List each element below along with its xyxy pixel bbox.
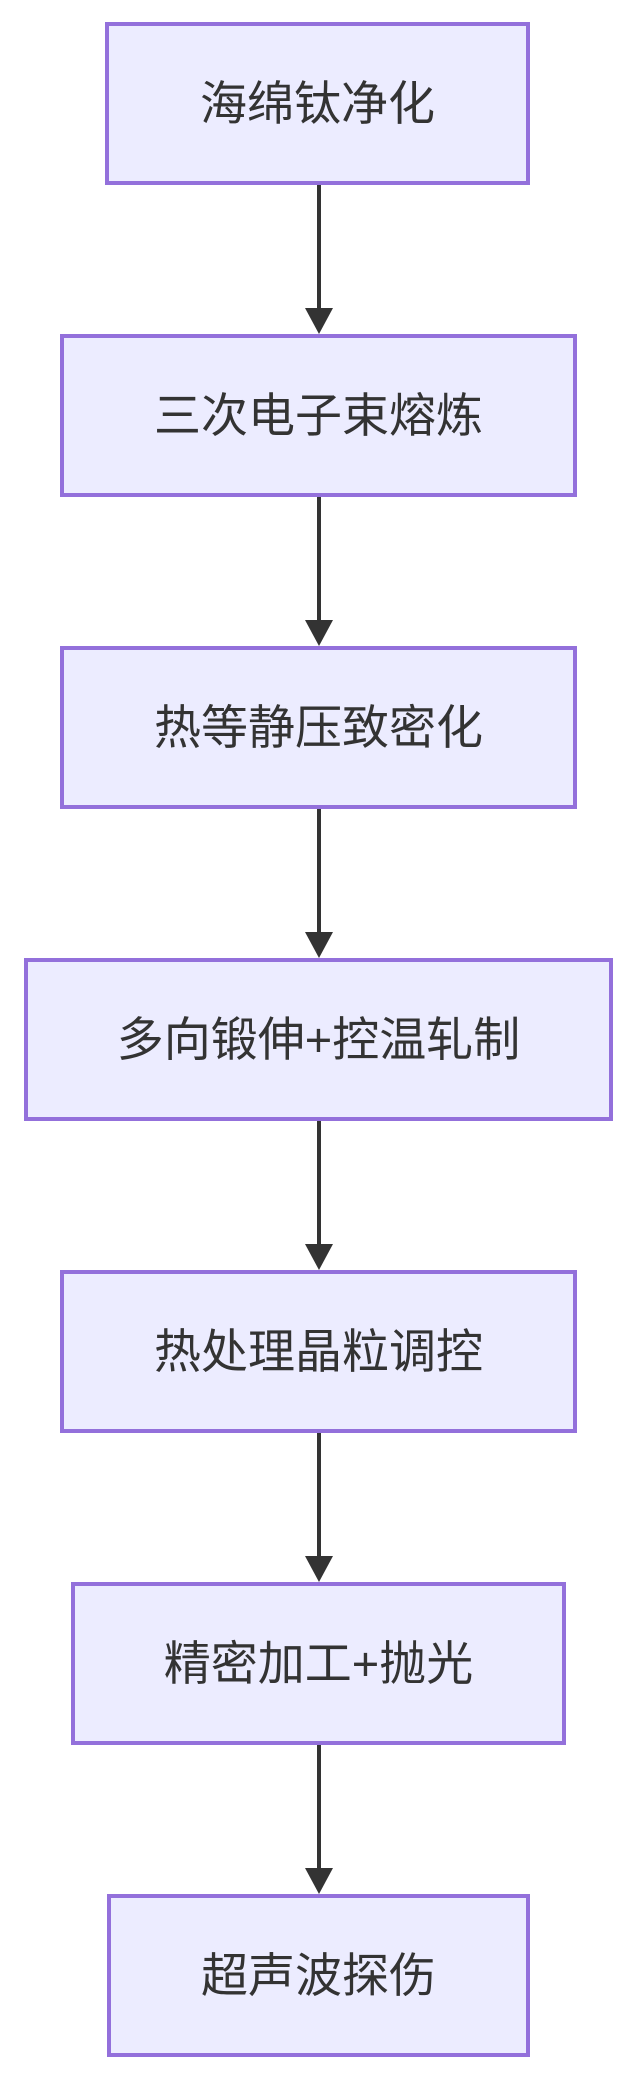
- arrow-head-icon: [304, 620, 333, 646]
- flow-node-label: 海绵钛净化: [200, 77, 435, 130]
- arrow-shaft: [316, 1121, 321, 1245]
- flow-node-label: 三次电子束熔炼: [154, 389, 483, 442]
- arrow-shaft: [316, 185, 321, 309]
- flow-arrow-6: [296, 1745, 341, 1894]
- flow-node-hot-isostatic-pressing: 热等静压致密化: [60, 646, 577, 809]
- flow-node-label: 精密加工+抛光: [163, 1637, 474, 1690]
- flow-node-label: 热处理晶粒调控: [154, 1325, 483, 1378]
- flow-arrow-3: [296, 809, 341, 958]
- flow-node-sponge-titanium-purification: 海绵钛净化: [105, 22, 530, 185]
- arrow-head-icon: [304, 1244, 333, 1270]
- arrow-head-icon: [304, 1868, 333, 1894]
- flow-arrow-2: [296, 497, 341, 646]
- flow-node-label: 热等静压致密化: [154, 701, 483, 754]
- flow-node-triple-electron-beam-melting: 三次电子束熔炼: [60, 334, 577, 497]
- flow-node-multidirectional-forging-rolling: 多向锻伸+控温轧制: [24, 958, 613, 1121]
- arrow-shaft: [316, 497, 321, 621]
- flow-arrow-1: [296, 185, 341, 334]
- flow-node-heat-treatment-grain-control: 热处理晶粒调控: [60, 1270, 577, 1433]
- arrow-shaft: [316, 1745, 321, 1869]
- arrow-head-icon: [304, 932, 333, 958]
- flow-node-precision-machining-polishing: 精密加工+抛光: [71, 1582, 566, 1745]
- flow-node-label: 多向锻伸+控温轧制: [116, 1013, 521, 1066]
- flow-arrow-5: [296, 1433, 341, 1582]
- arrow-head-icon: [304, 1556, 333, 1582]
- arrow-head-icon: [304, 308, 333, 334]
- arrow-shaft: [316, 1433, 321, 1557]
- flow-arrow-4: [296, 1121, 341, 1270]
- flow-node-label: 超声波探伤: [201, 1949, 436, 2002]
- arrow-shaft: [316, 809, 321, 933]
- flow-node-ultrasonic-flaw-detection: 超声波探伤: [107, 1894, 530, 2057]
